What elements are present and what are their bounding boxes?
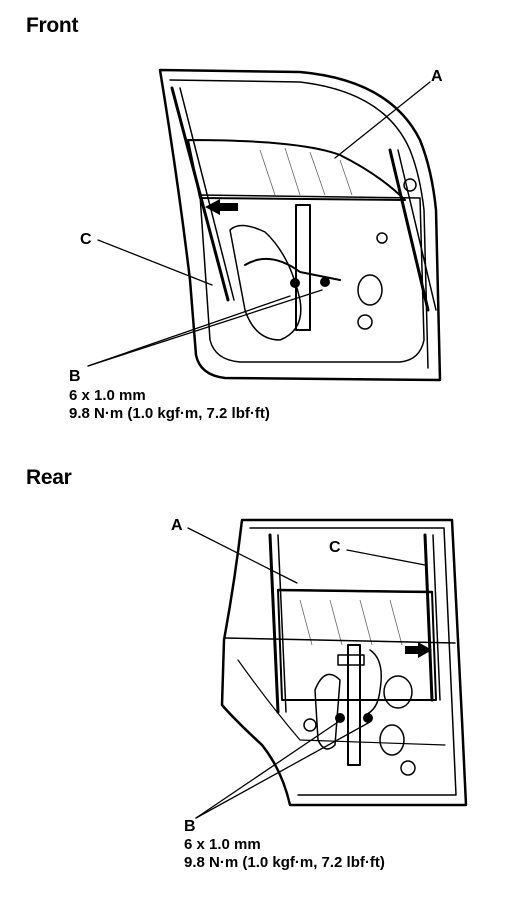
front-bolt-2 [320, 277, 330, 287]
rear-leader-b1 [195, 721, 339, 819]
front-bolt-size: 6 x 1.0 mm [69, 387, 146, 404]
rear-torque-spec: 9.8 N·m (1.0 kgf·m, 7.2 lbf·ft) [184, 854, 385, 871]
front-direction-arrow [205, 199, 238, 215]
rear-window-rail-right [423, 533, 434, 702]
front-window-glass [187, 139, 406, 201]
front-window-rail-right [388, 148, 430, 312]
rear-direction-arrow [405, 642, 432, 658]
rear-section-title: Rear [26, 466, 72, 489]
rear-bolt-size: 6 x 1.0 mm [184, 836, 261, 853]
front-label-a: A [431, 68, 443, 85]
front-label-b: B [69, 368, 81, 385]
front-section-title: Front [26, 14, 79, 37]
front-regulator-rail [295, 204, 311, 331]
front-leader-c [97, 239, 213, 286]
rear-leader-a [187, 527, 298, 584]
rear-leader-c [346, 549, 426, 566]
front-door-outline [158, 68, 442, 382]
front-label-c: C [80, 231, 92, 248]
front-window-rail-left [170, 86, 230, 302]
front-leader-b2 [87, 289, 323, 367]
front-bolt-1 [290, 278, 300, 288]
rear-label-c: C [329, 539, 341, 556]
rear-label-b: B [184, 818, 196, 835]
front-torque-spec: 9.8 N·m (1.0 kgf·m, 7.2 lbf·ft) [69, 405, 270, 422]
rear-regulator-rail [347, 644, 361, 766]
rear-bolt-1 [335, 713, 345, 723]
rear-bolt-2 [363, 713, 373, 723]
front-leader-a [334, 81, 431, 159]
rear-window-rail-left [268, 533, 280, 714]
rear-leader-b2 [195, 721, 371, 819]
rear-door-outline [220, 518, 468, 807]
rear-label-a: A [171, 517, 183, 534]
front-leader-b1 [87, 295, 291, 367]
